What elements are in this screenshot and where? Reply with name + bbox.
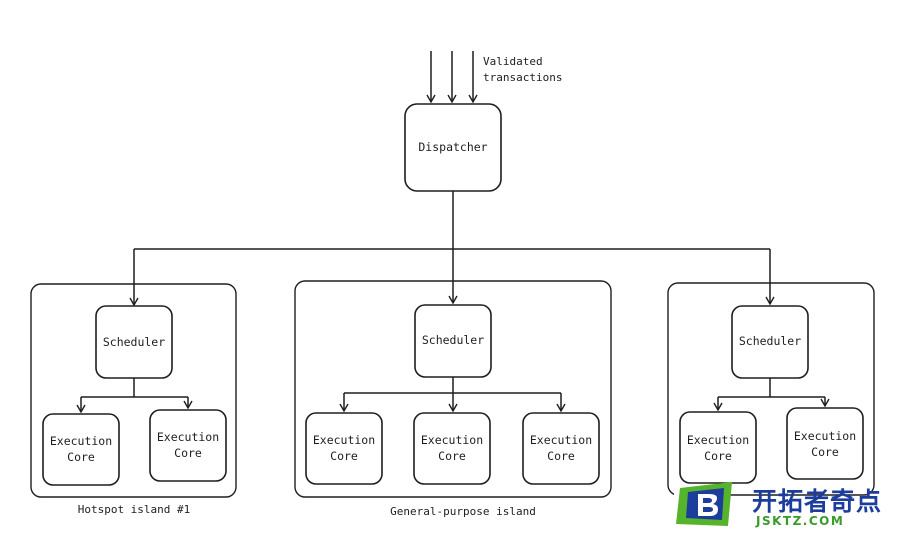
island-hotspot: Scheduler Execution Core Execution Core … [30, 283, 237, 516]
scheduler-label: Scheduler [422, 333, 484, 347]
execution-core-label: Core [174, 446, 202, 460]
watermark-title: 开拓者奇点 [752, 487, 883, 516]
execution-core-box [413, 412, 491, 485]
island-label: Hotspot island #1 [78, 503, 191, 516]
island-boundary [30, 283, 237, 498]
execution-core-label: Execution [313, 433, 375, 447]
dispatcher-to-schedulers-edges [129, 191, 775, 307]
execution-core-label: Execution [421, 433, 483, 447]
island-third: Scheduler Execution Core Execution Core [667, 282, 875, 496]
execution-core-box [522, 412, 600, 485]
island-general-purpose: Scheduler Execution Core Execution Core … [294, 280, 612, 518]
execution-core-label: Core [704, 449, 732, 463]
execution-core-label: Execution [530, 433, 592, 447]
island-boundary [667, 282, 875, 496]
watermark: 开拓者奇点 JSKTZ.COM [672, 476, 912, 534]
watermark-url: JSKTZ.COM [756, 514, 845, 528]
execution-core-box [679, 411, 757, 484]
execution-core-label: Core [330, 449, 358, 463]
execution-core-box [786, 407, 864, 480]
scheduler-label: Scheduler [103, 335, 165, 349]
island-boundary [294, 280, 612, 498]
input-label-line-1: Validated [483, 55, 543, 68]
watermark-logo-icon [674, 482, 732, 526]
execution-core-box [305, 412, 383, 485]
island-label: General-purpose island [390, 505, 536, 518]
execution-core-label: Execution [157, 430, 219, 444]
execution-core-label: Execution [687, 433, 749, 447]
execution-core-label: Core [811, 445, 839, 459]
execution-core-label: Execution [794, 429, 856, 443]
dispatcher-label: Dispatcher [418, 140, 487, 154]
execution-core-label: Core [547, 449, 575, 463]
input-label-line-2: transactions [483, 71, 562, 84]
execution-core-label: Execution [50, 434, 112, 448]
incoming-transaction-arrows [426, 51, 478, 104]
scheduler-label: Scheduler [739, 334, 801, 348]
execution-core-box [149, 409, 227, 482]
execution-core-label: Core [67, 450, 95, 464]
execution-core-box [42, 413, 120, 486]
execution-core-label: Core [438, 449, 466, 463]
dispatcher-node: Dispatcher [404, 103, 502, 192]
